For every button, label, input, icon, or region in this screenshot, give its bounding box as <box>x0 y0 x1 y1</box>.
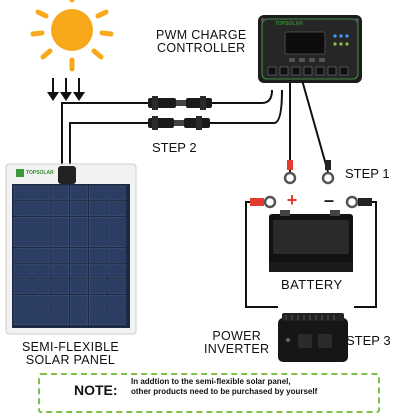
solar-cell <box>107 201 126 216</box>
panel-to-controller-wires <box>61 89 283 168</box>
solar-cell <box>32 216 51 232</box>
sunlight-arrows-icon <box>47 78 85 101</box>
solar-cell <box>13 201 32 216</box>
solar-cell <box>107 185 126 201</box>
solar-cell <box>51 232 69 248</box>
note-line1: In addtion to the semi-flexible solar pa… <box>131 377 291 386</box>
solar-cell <box>32 310 51 325</box>
solar-cell <box>107 295 126 310</box>
solar-cell <box>88 310 107 325</box>
solar-cell <box>32 185 51 201</box>
solar-cell <box>32 201 51 216</box>
solar-cell <box>51 201 69 216</box>
solar-cell <box>13 279 32 294</box>
mc4-connector-upper <box>148 96 212 110</box>
solar-cell <box>107 263 126 279</box>
solar-cell <box>32 232 51 248</box>
battery-icon <box>269 210 353 272</box>
solar-cell <box>88 201 107 216</box>
note-title: NOTE: <box>74 382 118 398</box>
battery-negative-symbol: – <box>324 190 334 210</box>
solar-cell <box>70 310 88 325</box>
solar-cell <box>88 295 107 310</box>
solar-panel-label-line2: SOLAR PANEL <box>25 353 116 367</box>
solar-cell <box>88 248 107 263</box>
solar-cell <box>70 248 88 263</box>
step1-label: STEP 1 <box>345 166 390 181</box>
inverter-label-line1: POWER <box>212 329 262 343</box>
solar-cell <box>107 310 126 325</box>
solar-cell <box>13 295 32 310</box>
battery-positive-symbol: + <box>287 190 298 210</box>
solar-cell <box>88 232 107 248</box>
solar-cell <box>51 295 69 310</box>
solar-cell <box>32 279 51 294</box>
battery-negative-terminal-icon <box>345 195 372 209</box>
solar-cell <box>70 295 88 310</box>
battery-positive-terminal-icon <box>250 195 277 209</box>
ring-terminal-positive-icon <box>283 160 297 185</box>
solar-cell <box>107 248 126 263</box>
solar-cell <box>13 232 32 248</box>
controller-to-battery-wires <box>289 79 329 173</box>
solar-cell <box>88 185 107 201</box>
controller-title-line1: PWM CHARGE <box>156 28 247 42</box>
solar-cell <box>51 216 69 232</box>
controller-title: PWM CHARGE CONTROLLER <box>156 29 247 55</box>
solar-cell <box>51 310 69 325</box>
step3-label: STEP 3 <box>346 333 391 348</box>
solar-cell <box>51 248 69 263</box>
solar-cell <box>107 279 126 294</box>
solar-cell <box>107 216 126 232</box>
solar-cell <box>70 279 88 294</box>
mc4-connector-lower <box>148 116 210 130</box>
solar-cell <box>70 216 88 232</box>
step2-label: STEP 2 <box>152 140 197 155</box>
solar-panel <box>5 163 137 335</box>
solar-panel-label-line1: SEMI-FLEXIBLE <box>22 340 119 354</box>
solar-cell <box>51 185 69 201</box>
solar-cell <box>32 295 51 310</box>
sun-icon <box>30 0 114 72</box>
controller-brand: TOPSOLAR <box>275 21 303 27</box>
battery-label: BATTERY <box>281 277 343 292</box>
solar-cell <box>70 263 88 279</box>
solar-cell <box>13 310 32 325</box>
solar-cell <box>13 263 32 279</box>
solar-panel-label: SEMI-FLEXIBLE SOLAR PANEL <box>22 341 119 367</box>
solar-cell <box>32 248 51 263</box>
power-inverter-icon <box>278 313 348 362</box>
solar-cell <box>51 263 69 279</box>
ring-terminal-negative-icon <box>321 160 335 185</box>
solar-cell <box>88 279 107 294</box>
solar-cell <box>13 216 32 232</box>
charge-controller <box>258 15 362 83</box>
solar-cell <box>13 248 32 263</box>
solar-cell <box>70 232 88 248</box>
solar-cell <box>88 263 107 279</box>
solar-cell <box>107 232 126 248</box>
solar-cell <box>32 263 51 279</box>
controller-title-line2: CONTROLLER <box>157 41 246 55</box>
wiring-diagram: + – <box>5 0 377 362</box>
inverter-label-line2: INVERTER <box>204 342 270 356</box>
inverter-label: POWER INVERTER <box>204 330 269 356</box>
note-line2: other products need to be purchased by y… <box>131 387 318 396</box>
solar-cell <box>70 185 88 201</box>
solar-cell <box>13 185 32 201</box>
panel-brand: TOPSOLAR <box>26 170 54 176</box>
solar-cell <box>88 216 107 232</box>
solar-cell <box>51 279 69 294</box>
solar-cell <box>70 201 88 216</box>
